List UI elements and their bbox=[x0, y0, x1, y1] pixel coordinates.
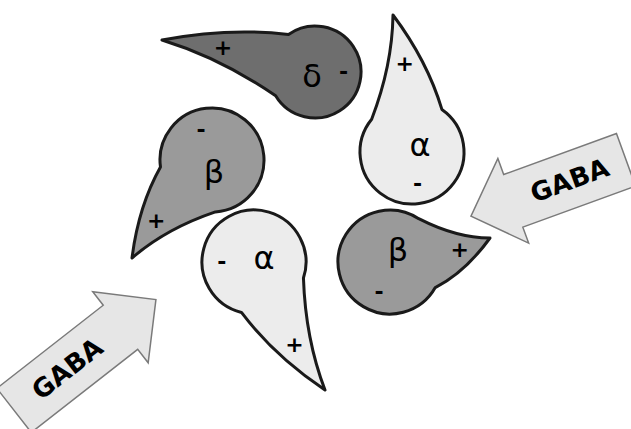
subunit-label: δ bbox=[302, 60, 322, 92]
charge-sign: + bbox=[147, 210, 165, 232]
charge-sign: - bbox=[217, 251, 226, 273]
subunit-outline bbox=[196, 204, 331, 396]
subunit-outline bbox=[332, 204, 496, 320]
gaba-arrow: GABA bbox=[0, 264, 184, 429]
subunit-label: β bbox=[204, 156, 224, 188]
receptor-subunit: + α - bbox=[354, 9, 470, 210]
gaba-arrow-shape bbox=[0, 264, 184, 429]
charge-sign: - bbox=[413, 173, 422, 195]
subunit-label: β bbox=[388, 234, 408, 266]
charge-sign: + bbox=[214, 37, 232, 59]
subunit-shape bbox=[338, 210, 490, 314]
receptor-subunit: β + - bbox=[332, 204, 496, 320]
receptor-subunit: + δ- bbox=[156, 20, 367, 124]
charge-sign: + bbox=[450, 239, 468, 261]
charge-sign: - bbox=[339, 61, 348, 83]
subunit-outline bbox=[156, 20, 367, 124]
subunit-label: α bbox=[409, 129, 430, 161]
charge-sign: + bbox=[396, 53, 414, 75]
subunit-shape bbox=[202, 210, 325, 390]
subunit-shape bbox=[360, 15, 464, 204]
charge-sign: - bbox=[196, 119, 205, 141]
charge-sign: - bbox=[374, 281, 383, 303]
charge-sign: + bbox=[285, 334, 303, 356]
subunit-outline bbox=[354, 9, 470, 210]
subunit-shape bbox=[162, 26, 361, 118]
receptor-subunit: - α + bbox=[196, 204, 331, 396]
subunit-label: α bbox=[253, 242, 274, 274]
